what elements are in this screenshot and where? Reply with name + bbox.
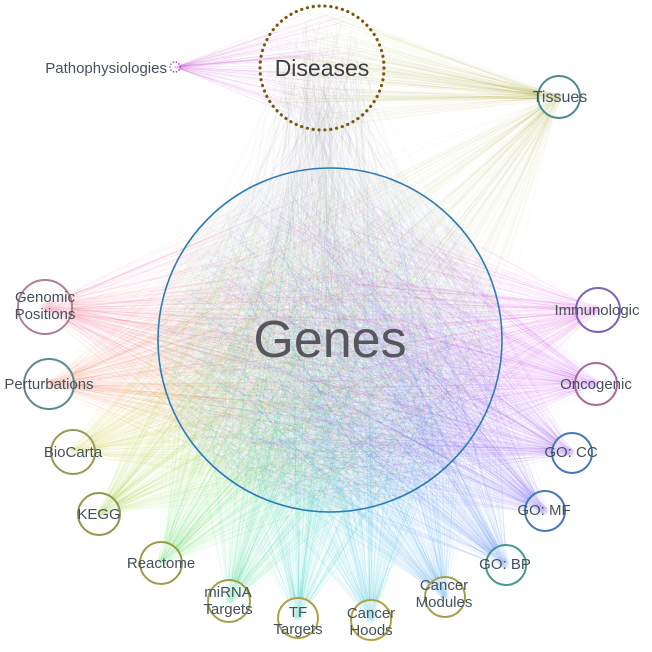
node-label-mirna_targets: miRNA bbox=[204, 584, 252, 601]
node-label-go_mf: GO: MF bbox=[517, 502, 570, 519]
node-circle-cancer_modules[interactable] bbox=[424, 576, 466, 618]
node-circle-go_bp[interactable] bbox=[485, 544, 527, 586]
node-label-mirna_targets: Targets bbox=[203, 601, 252, 618]
labels-layer: Genes Diseases PathophysiologiesTissuesGen… bbox=[4, 55, 640, 639]
edge-bundle-mirna_targets-genes bbox=[166, 181, 497, 606]
node-circle-oncogenic[interactable] bbox=[574, 362, 618, 406]
node-circle-go_cc[interactable] bbox=[551, 432, 593, 474]
edge-bundle-biocarta-genes bbox=[68, 175, 477, 500]
node-label-diseases: Diseases bbox=[275, 55, 370, 81]
node-circle-immunologic[interactable] bbox=[575, 287, 621, 333]
node-label-cancer_modules: Modules bbox=[416, 594, 473, 611]
node-label-genomic_positions: Genomic bbox=[15, 289, 76, 306]
edge-bundle-tissues-diseases bbox=[265, 11, 564, 129]
node-label-cancer_modules: Cancer bbox=[420, 577, 468, 594]
node-label-perturbations: Perturbations bbox=[4, 376, 93, 393]
node-circle-kegg[interactable] bbox=[77, 492, 121, 536]
node-label-cancer_hoods: Hoods bbox=[349, 622, 392, 639]
edge-bundle-cancer_hoods-genes bbox=[165, 182, 478, 624]
node-circle-biocarta[interactable] bbox=[50, 429, 96, 475]
node-label-pathophysiologies: Pathophysiologies bbox=[45, 60, 167, 77]
nodes-layer bbox=[17, 4, 621, 641]
edge-bundle-go_bp-genes bbox=[167, 178, 510, 569]
node-circle-mirna_targets[interactable] bbox=[207, 579, 251, 623]
node-circle-cancer_hoods[interactable] bbox=[350, 599, 392, 641]
edge-bundle-kegg-genes bbox=[94, 176, 479, 519]
edge-bundle-reactome-genes bbox=[156, 179, 493, 568]
edge-bundle-go_mf-genes bbox=[173, 176, 549, 516]
node-circle-tissues[interactable] bbox=[537, 75, 581, 119]
node-circle-go_mf[interactable] bbox=[524, 490, 566, 532]
node-circle-genomic_positions[interactable] bbox=[17, 279, 73, 335]
node-label-immunologic: Immunologic bbox=[554, 302, 640, 319]
edge-bundle-tf_targets-genes bbox=[163, 180, 493, 622]
node-label-go_bp: GO: BP bbox=[479, 556, 531, 573]
edge-bundle-genomic_positions-genes bbox=[39, 175, 493, 498]
node-circle-pathophysiologies[interactable] bbox=[169, 61, 181, 73]
node-label-tf_targets: TF bbox=[289, 604, 307, 621]
edge-bundle-immunologic-genes bbox=[172, 177, 603, 503]
node-label-genes: Genes bbox=[253, 311, 406, 369]
edge-bundle-tissues-genes bbox=[173, 92, 563, 497]
edge-bundle-perturbations-genes bbox=[44, 184, 486, 497]
edge-bundles-layer bbox=[39, 11, 603, 624]
node-label-kegg: KEGG bbox=[77, 506, 120, 523]
edge-bundle-diseases-genes bbox=[163, 17, 496, 502]
node-label-tissues: Tissues bbox=[533, 89, 588, 106]
node-label-tf_targets: Targets bbox=[273, 621, 322, 638]
node-circle-reactome[interactable] bbox=[139, 541, 183, 585]
node-label-biocarta: BioCarta bbox=[44, 444, 103, 461]
node-label-reactome: Reactome bbox=[127, 555, 195, 572]
edge-bundle-oncogenic-genes bbox=[166, 182, 601, 496]
node-label-go_cc: GO: CC bbox=[544, 444, 598, 461]
node-circle-genes[interactable] bbox=[157, 167, 503, 513]
edge-bundle-pathophysiologies-diseases bbox=[174, 13, 367, 120]
node-circle-perturbations[interactable] bbox=[23, 358, 75, 410]
node-label-oncogenic: Oncogenic bbox=[560, 376, 632, 393]
node-circle-diseases[interactable] bbox=[258, 4, 386, 132]
node-circle-tf_targets[interactable] bbox=[277, 597, 319, 639]
node-label-cancer_hoods: Cancer bbox=[347, 605, 395, 622]
edge-bundle-go_cc-genes bbox=[168, 177, 577, 501]
edge-bundle-cancer_modules-genes bbox=[169, 176, 496, 602]
node-label-genomic_positions: Positions bbox=[15, 306, 76, 323]
